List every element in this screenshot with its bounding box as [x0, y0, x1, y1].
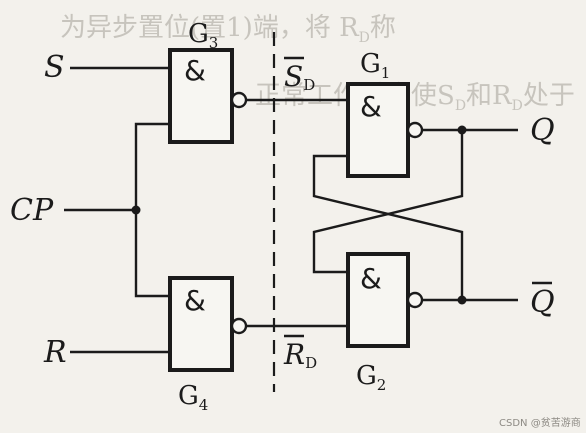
cp-junction-dot	[131, 205, 141, 215]
wire-feedback-q-to-g2	[312, 130, 464, 274]
signal-sd-label: SD	[284, 60, 315, 94]
input-r-label: R	[43, 335, 67, 370]
background-text-line1: 为异步置位(置1)端，将 RD称	[60, 13, 396, 46]
gate-g1-label: G1	[360, 49, 390, 82]
gate-g1-bubble	[406, 121, 424, 139]
qbar-junction-dot	[457, 295, 467, 305]
input-s-label: S	[44, 50, 65, 85]
gate-g3	[168, 48, 234, 144]
gate-g4-symbol: &	[184, 284, 206, 317]
gate-g2-symbol: &	[360, 262, 382, 295]
gate-g4-label: G4	[178, 381, 208, 414]
output-qbar-label: Q	[530, 285, 555, 320]
background-text-line2: 正常工作时应使SD和RD处于	[255, 81, 575, 114]
gate-g4-bubble	[230, 317, 248, 335]
q-junction-dot	[457, 125, 467, 135]
signal-rd-label: RD	[283, 338, 317, 372]
watermark-text: CSDN @贫苦游商	[499, 416, 581, 429]
input-cp-label: CP	[10, 193, 54, 228]
output-q-label: Q	[530, 113, 555, 148]
gate-g2-label: G2	[356, 361, 386, 394]
gate-g1-symbol: &	[360, 90, 382, 123]
gate-g2-bubble	[406, 291, 424, 309]
gate-g3-symbol: &	[184, 54, 206, 87]
wire-feedback-qbar-to-g1	[312, 154, 464, 300]
gate-g3-label: G3	[188, 19, 218, 52]
wire-cp-bus	[134, 122, 172, 298]
gate-g3-bubble	[230, 91, 248, 109]
background-text: 为异步置位(置1)端，将 RD称 正常工作时应使SD和RD处于	[60, 13, 575, 114]
